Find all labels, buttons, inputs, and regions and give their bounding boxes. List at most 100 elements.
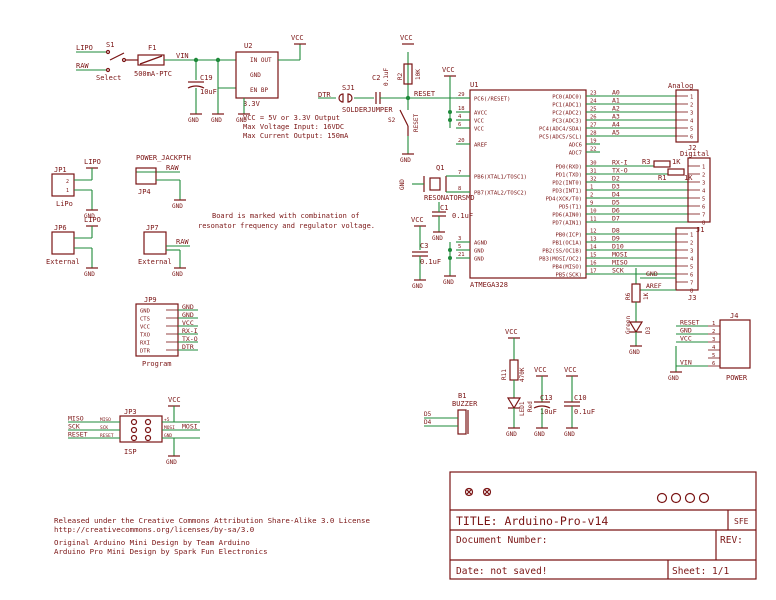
jp9-pin-label: CTS: [140, 317, 150, 323]
isp-left-pin-label: MISO: [100, 417, 111, 423]
switch-s1-label: Select: [96, 74, 121, 82]
mcu-right-pin-label: PC5(ADC5/SCL): [539, 135, 582, 141]
j4-ref: J4: [730, 312, 738, 320]
j4-label: POWER: [726, 374, 748, 382]
isp-left-net-label: RESET: [68, 431, 88, 439]
j4-pin-number: 6: [712, 361, 715, 367]
jp9-pin-label: RXI: [140, 341, 150, 347]
j3-pin-number: 5: [690, 265, 693, 271]
mcu-right-pin-number: 11: [590, 217, 597, 223]
regulator-u2-ref: U2: [244, 42, 252, 50]
sheet-text: Sheet: 1/1: [672, 566, 729, 577]
jp9-pin-label: VCC: [140, 325, 150, 331]
mcu-right-pin-number: 13: [590, 237, 597, 243]
led-d3: [628, 321, 644, 334]
gnd-label-jp4: GND: [172, 203, 183, 210]
mcu-left-pin-number: 3: [458, 236, 461, 242]
cap-c10-ref: C10: [574, 394, 587, 402]
mcu-right-pin-label: PD6(AIN0): [552, 213, 582, 219]
net-label-reset: RESET: [414, 90, 436, 98]
switch-s2-ref: S2: [388, 117, 396, 124]
reg-note-2: Max Voltage Input: 16VDC: [243, 123, 344, 131]
gnd-label-jp1: GND: [84, 213, 95, 220]
sfe-text: SFE: [734, 517, 749, 526]
mcu-left-pin-label: AREF: [474, 143, 487, 149]
header-j2-ref: J2: [688, 144, 696, 152]
header-j3-ref: J3: [688, 294, 696, 302]
isp-body: [119, 415, 163, 443]
header-j2: [675, 89, 699, 143]
isp-label: ISP: [124, 448, 137, 456]
mcu-left-pin-label: PC6(/RESET): [474, 97, 510, 103]
mcu-right-net-label: MOSI: [612, 251, 628, 259]
jumper-jp1: [51, 173, 75, 197]
jumper-jp1-label: LiPo: [56, 200, 73, 208]
cap-c2-value: 0.1uF: [383, 68, 390, 86]
vcc-label-r2: VCC: [400, 34, 413, 42]
resistor-r3: [653, 160, 671, 168]
j3-pin-number: 2: [690, 241, 693, 247]
fuse-f1-ref: F1: [148, 44, 156, 52]
isp-left-net-label: SCK: [68, 423, 80, 431]
j3-pin-number: 3: [690, 249, 693, 255]
isp-pin-dot: [144, 426, 152, 434]
mcu-left-pin-number: 7: [458, 170, 461, 176]
isp-pin-dot: [130, 434, 138, 442]
jumper-sj1-ref: SJ1: [342, 84, 355, 92]
cap-c19-ref: C19: [200, 74, 213, 82]
jumper-sj1: [338, 93, 353, 103]
mcu-body: [469, 89, 587, 279]
resistor-r2-value: 10K: [415, 69, 422, 80]
mcu-left-pin-number: 4: [458, 114, 462, 120]
net-label-raw: RAW: [76, 62, 89, 70]
gnd-label-j4: GND: [668, 375, 679, 382]
vcc-label-mcu: VCC: [442, 66, 455, 74]
net-label-vin: VIN: [176, 52, 189, 60]
jumper-jp6-ref: JP6: [54, 224, 67, 232]
j4-pin-number: 4: [712, 345, 716, 351]
revision: REV:: [720, 535, 743, 546]
mcu-right-pin-label: PD2(INT0): [552, 181, 582, 187]
mcu-right-pin-number: 10: [590, 209, 597, 215]
header-j3: [675, 227, 699, 291]
lipo-label-jp1: LIPO: [84, 158, 101, 166]
mcu-right-pin-number: 32: [590, 177, 597, 183]
buzzer-b1: [457, 409, 467, 435]
power-jack-ref: POWER_JACKPTH: [136, 154, 191, 162]
net-label-dtr: DTR: [318, 91, 331, 99]
j4-net-label: GND: [680, 327, 692, 335]
gnd-label-c1: GND: [432, 235, 443, 242]
j3-aref-label: AREF: [646, 282, 662, 290]
mcu-right-pin-number: 23: [590, 91, 597, 97]
mcu-left-pin-number: 21: [458, 252, 465, 258]
mcu-right-net-label: A3: [612, 113, 620, 121]
resistor-r1: [667, 168, 685, 176]
j2-pin-number: 1: [690, 95, 693, 101]
mcu-left-pin-label: VCC: [474, 119, 484, 125]
resistor-r11: [509, 359, 519, 381]
mcu-right-net-label: RX-I: [612, 159, 628, 167]
vcc-label-r11: VCC: [505, 328, 518, 336]
resistor-r3-ref: R3: [642, 158, 650, 166]
gnd-label-jp7: GND: [172, 271, 183, 278]
isp-left-net-label: MISO: [68, 415, 84, 423]
mcu-u1: U1 ATMEGA328 29PC6(/RESET)18AVCC4VCC6VCC…: [442, 66, 688, 289]
cap-c13-ref: C13: [540, 394, 553, 402]
mcu-right-pin-label: PB5(SCK): [556, 273, 583, 279]
header-analog-label: Analog: [668, 82, 693, 90]
isp-right-net-label: MOSI: [182, 423, 198, 431]
mcu-right-pin-number: 16: [590, 261, 597, 267]
misc-section: VCC R11 470K LED1 Red GND VCC C13 10uF G…: [424, 328, 595, 438]
credit-promini: Arduino Pro Mini Design by Spark Fun Ele…: [54, 547, 268, 556]
jp9-net-label: TX-O: [182, 335, 198, 343]
mcu-right-pin-label: PB3(MOSI/OC2): [539, 257, 582, 263]
power-jack-jp4-ref: JP4: [138, 188, 151, 196]
raw-label-jp7: RAW: [176, 238, 189, 246]
mcu-right-pin-label: PC4(ADC4/SDA): [539, 127, 582, 133]
reset-section: DTR SJ1 SOLDERJUMPER C2 0.1uF RESET VCC …: [318, 34, 456, 164]
cap-c19-value: 10uF: [200, 88, 217, 96]
cap-c1-ref: C1: [440, 204, 448, 212]
